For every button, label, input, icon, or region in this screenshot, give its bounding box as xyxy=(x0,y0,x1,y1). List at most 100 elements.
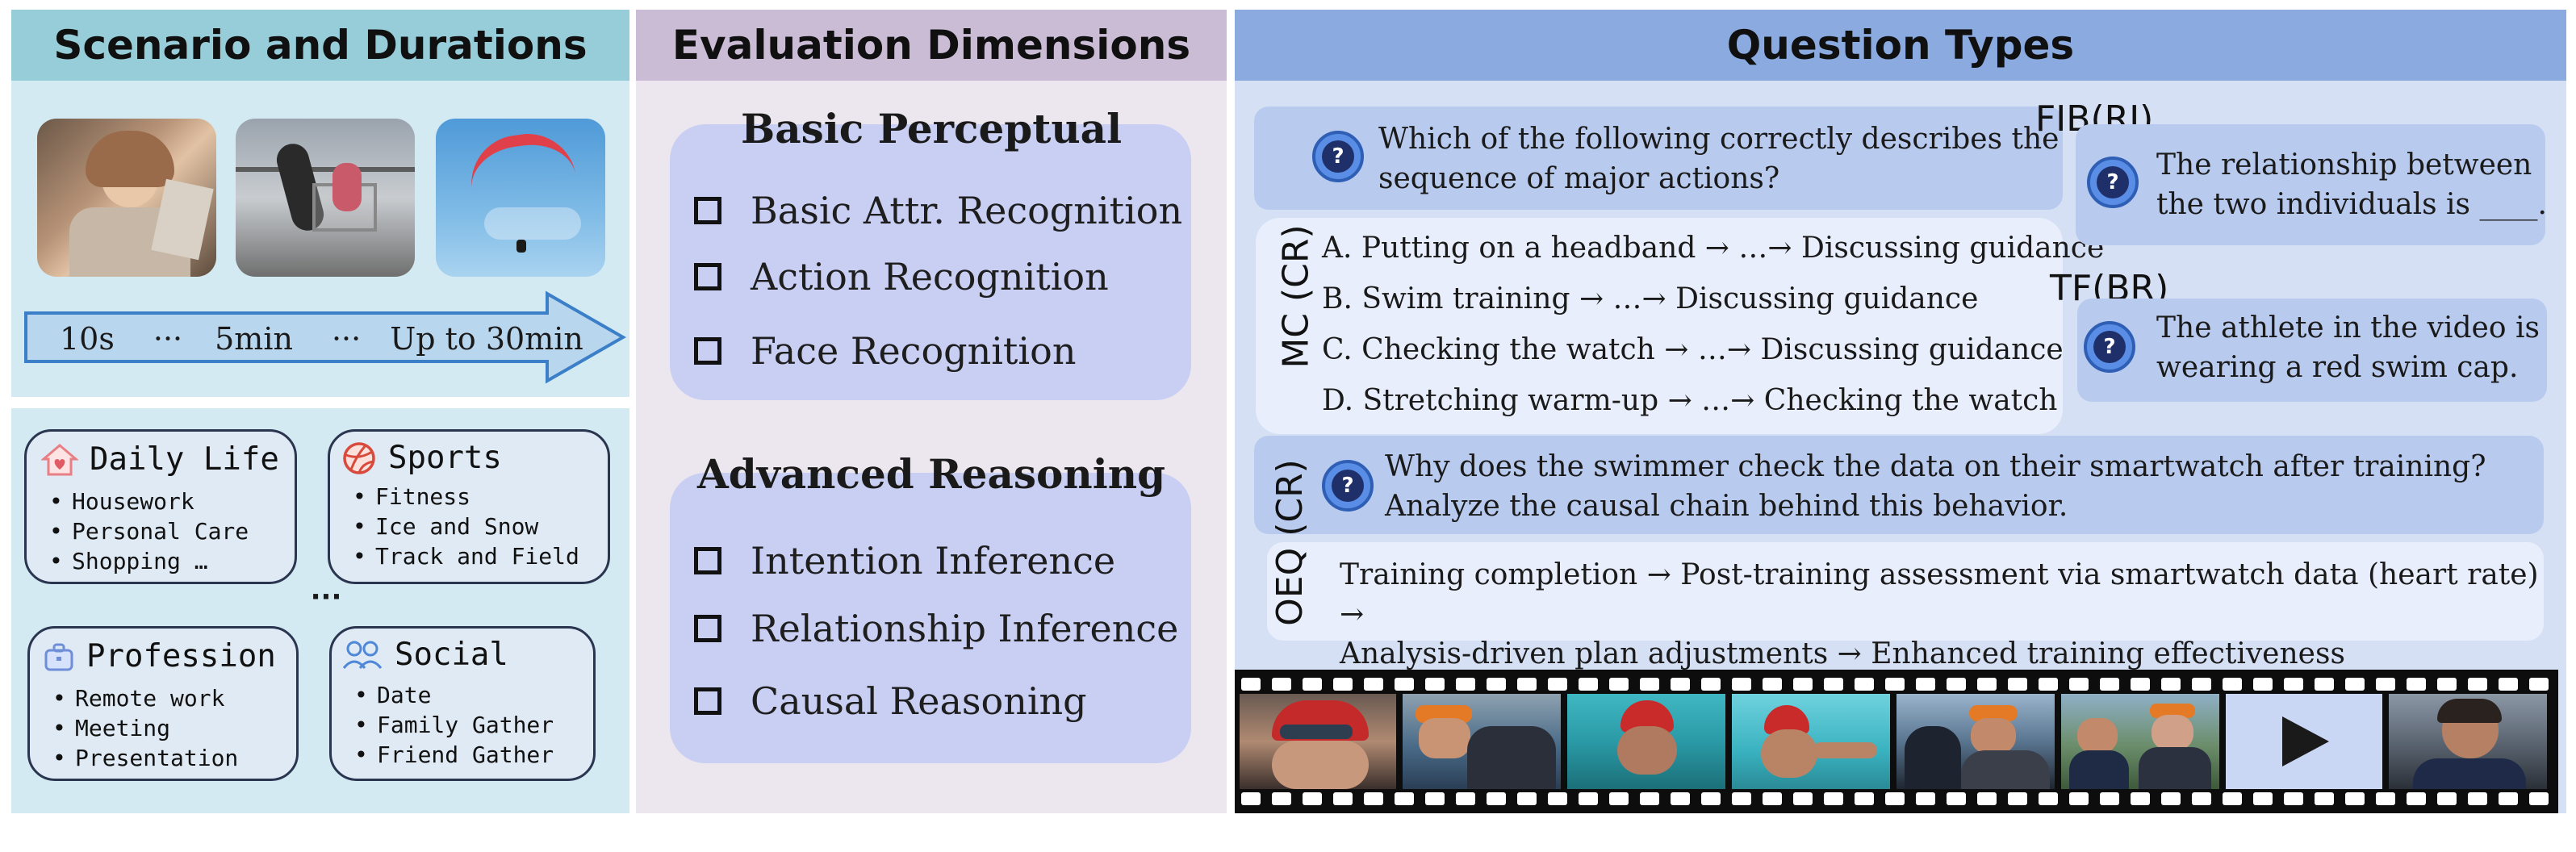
category-item: Housework xyxy=(38,487,249,516)
checkbox-icon xyxy=(694,687,721,715)
basketball-icon xyxy=(343,441,375,474)
sprocket-hole xyxy=(1701,678,1721,691)
text-line: Analyze the causal chain behind this beh… xyxy=(1385,490,2068,523)
sprocket-hole xyxy=(1793,792,1813,805)
text-line: wearing a red swim cap. xyxy=(2156,351,2519,384)
group-title: Basic Perceptual xyxy=(740,105,1123,152)
sprocket-hole xyxy=(1303,792,1322,805)
sprocket-hole xyxy=(1241,792,1261,805)
category-item: Track and Field xyxy=(341,541,579,571)
sprocket-hole xyxy=(1855,678,1874,691)
sprocket-hole xyxy=(1395,678,1414,691)
oeq-question-text: Why does the swimmer check the data on t… xyxy=(1385,447,2486,526)
video-frame xyxy=(2061,694,2219,789)
question-bubble-icon: ? xyxy=(2084,321,2135,373)
checkbox-icon xyxy=(694,263,721,290)
sprocket-hole xyxy=(2468,678,2487,691)
question-types-panel: Question Types ? Which of the following … xyxy=(1235,10,2566,813)
sprocket-hole xyxy=(2223,678,2242,691)
sprocket-hole xyxy=(1640,678,1659,691)
oeq-answer-box xyxy=(1267,542,2544,641)
sprocket-hole xyxy=(2407,792,2426,805)
text-line: sequence of major actions? xyxy=(1378,162,1780,195)
sprocket-hole xyxy=(2253,678,2273,691)
category-item: Presentation xyxy=(41,743,238,773)
sprocket-hole xyxy=(1272,792,1291,805)
text-line: The relationship between xyxy=(2156,148,2532,182)
more-categories: ··· xyxy=(310,581,342,613)
dimension-label: Causal Reasoning xyxy=(751,679,1087,723)
sprocket-hole xyxy=(1425,792,1445,805)
sprocket-hole xyxy=(2069,678,2089,691)
dimension-item: Action Recognition xyxy=(694,255,1109,299)
sprocket-hole xyxy=(2192,678,2211,691)
sprocket-hole xyxy=(1763,678,1782,691)
category-title: Daily Life xyxy=(90,441,279,478)
sprocket-hole xyxy=(1487,678,1506,691)
fib-box xyxy=(2076,124,2545,245)
mc-options-box xyxy=(1256,218,2063,434)
category-daily-life: Daily Life Housework Personal Care Shopp… xyxy=(24,429,297,584)
play-icon[interactable] xyxy=(2276,713,2332,770)
text-line: The athlete in the video is xyxy=(2156,311,2540,345)
video-frame xyxy=(2389,694,2547,789)
category-item: Remote work xyxy=(41,683,238,713)
dimension-label: Basic Attr. Recognition xyxy=(751,189,1183,232)
sprocket-hole xyxy=(1671,792,1690,805)
sprocket-hole xyxy=(1609,792,1629,805)
checkbox-icon xyxy=(694,337,721,365)
question-bubble-icon: ? xyxy=(1312,131,1364,182)
sprocket-hole xyxy=(1395,792,1414,805)
mc-question-text: Which of the following correctly describ… xyxy=(1378,119,2059,198)
category-items: Remote work Meeting Presentation xyxy=(41,683,238,773)
scenario-panel: Scenario and Durations 10s ··· 5min ··· … xyxy=(11,10,629,813)
duration-ellipsis: ··· xyxy=(153,321,183,357)
dimension-label: Relationship Inference xyxy=(751,607,1179,650)
basic-perceptual-group xyxy=(670,124,1191,400)
duration-ellipsis: ··· xyxy=(331,321,362,357)
sprocket-hole xyxy=(2345,678,2365,691)
photo-woman-tablet xyxy=(37,119,216,277)
text-line: Why does the swimmer check the data on t… xyxy=(1385,450,2486,483)
mc-option-b: B. Swim training → …→ Discussing guidanc… xyxy=(1322,282,1979,315)
sprocket-hole xyxy=(2468,792,2487,805)
sprocket-hole xyxy=(2100,792,2119,805)
briefcase-icon xyxy=(44,643,73,670)
category-sports: Sports Fitness Ice and Snow Track and Fi… xyxy=(328,429,610,584)
sprocket-hole xyxy=(1640,792,1659,805)
mc-label-wrap: MC (CR) xyxy=(1264,195,1328,397)
sprocket-hole xyxy=(1885,678,1905,691)
sprocket-hole xyxy=(1671,678,1690,691)
category-item: Friend Gather xyxy=(343,740,554,770)
dimension-item: Basic Attr. Recognition xyxy=(694,189,1182,232)
mc-options: A. Putting on a headband → …→ Discussing… xyxy=(1322,223,2104,426)
duration-30min: Up to 30min xyxy=(390,321,583,357)
sprocket-hole xyxy=(2499,792,2518,805)
sprocket-hole xyxy=(1579,678,1598,691)
category-item: Shopping … xyxy=(38,546,249,576)
sprocket-hole xyxy=(1947,678,1966,691)
sprocket-hole xyxy=(1885,792,1905,805)
category-title: Social xyxy=(395,637,508,673)
sprocket-hole xyxy=(1333,678,1353,691)
sprocket-hole xyxy=(1364,678,1383,691)
photo-paraglider xyxy=(436,119,605,277)
duration-arrow xyxy=(24,290,627,384)
dimension-item: Relationship Inference xyxy=(694,607,1178,650)
mc-question-box xyxy=(1254,106,2063,210)
sprocket-hole xyxy=(2161,792,2181,805)
sprocket-hole xyxy=(2192,792,2211,805)
video-frame xyxy=(1896,694,2055,789)
dimension-item: Causal Reasoning xyxy=(694,679,1087,723)
question-bubble-icon: ? xyxy=(2087,157,2139,208)
sprocket-hole xyxy=(1517,792,1537,805)
category-item: Ice and Snow xyxy=(341,512,579,541)
sprocket-hole xyxy=(1333,792,1353,805)
sprocket-hole xyxy=(1701,792,1721,805)
category-item: Meeting xyxy=(41,713,238,743)
video-frame xyxy=(1403,694,1561,789)
sprocket-hole xyxy=(1732,678,1751,691)
sprocket-hole xyxy=(2131,678,2150,691)
sprocket-hole xyxy=(1487,792,1506,805)
dimensions-panel: Evaluation Dimensions Basic Perceptual B… xyxy=(636,10,1227,813)
